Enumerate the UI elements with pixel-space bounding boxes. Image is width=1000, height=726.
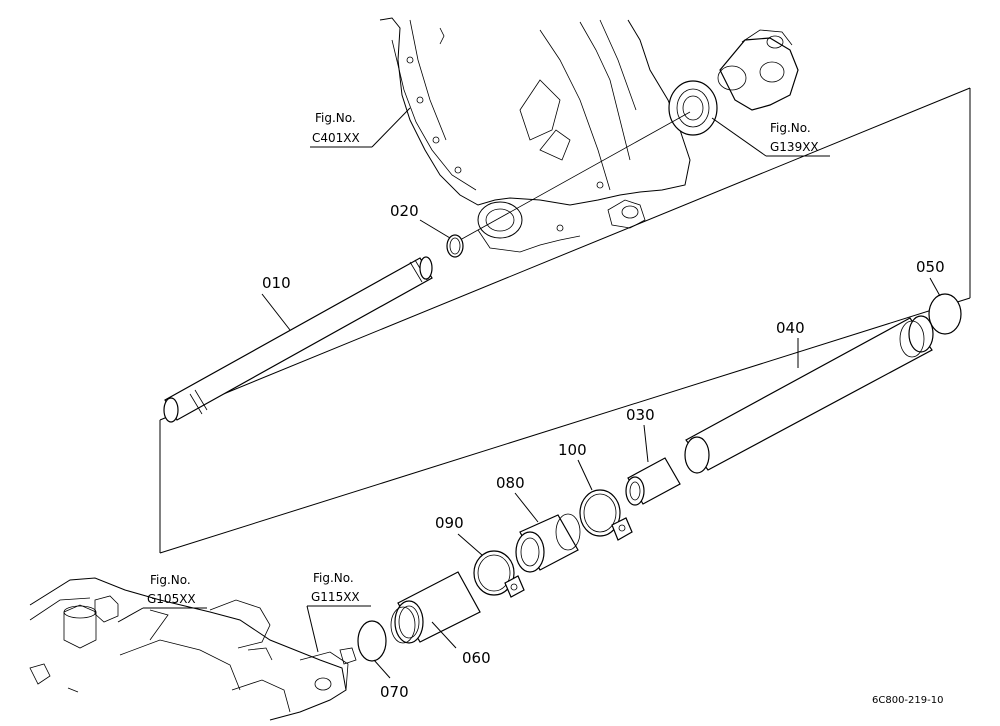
part-050-o-ring[interactable]: 050 [916,258,962,335]
part-010-shaft[interactable]: 010 [163,256,433,423]
part-label-050: 050 [916,258,945,276]
leader-line [306,605,319,653]
part-label-080: 080 [496,474,525,492]
drawing-code: 6C800-219-10 [872,695,943,706]
part-label-030: 030 [626,406,655,424]
leader-line [643,424,649,463]
leader-line [371,107,411,148]
fig-ref-code: G139XX [770,140,819,154]
leader-line [431,621,457,649]
fig-ref-g115[interactable]: Fig.No. G115XX [306,571,371,653]
clutch-housing [379,17,691,253]
fig-ref-prefix: Fig.No. [313,571,354,585]
leader-line [457,533,483,556]
leader-line [117,607,144,623]
part-020-snap-ring[interactable]: 020 [390,202,464,258]
part-label-020: 020 [390,202,419,220]
leader-line [373,659,391,679]
leader-line [419,219,451,239]
part-100-clamp[interactable]: 100 [558,441,633,541]
leader-line [514,492,539,523]
part-label-070: 070 [380,683,409,701]
leader-line [929,277,941,297]
fig-ref-prefix: Fig.No. [770,121,811,135]
fig-ref-prefix: Fig.No. [315,111,356,125]
part-090-clamp[interactable]: 090 [435,514,525,598]
fig-ref-code: G115XX [311,590,360,604]
universal-joint [717,29,799,111]
part-label-010: 010 [262,274,291,292]
fig-ref-g105[interactable]: Fig.No. G105XX [117,573,207,623]
leader-line [577,459,593,491]
part-040-tube[interactable]: 040 [684,315,934,474]
part-030-coupling[interactable]: 030 [625,406,681,506]
assembly-frame [159,87,971,554]
fig-ref-code: G105XX [147,592,196,606]
part-080-boot[interactable]: 080 [496,474,581,573]
part-label-060: 060 [462,649,491,667]
part-label-100: 100 [558,441,587,459]
rear-housing [29,577,357,721]
fig-ref-g139[interactable]: Fig.No. G139XX [711,117,830,157]
fig-ref-prefix: Fig.No. [150,573,191,587]
leader-line [261,293,291,331]
part-label-040: 040 [776,319,805,337]
part-070-o-ring[interactable]: 070 [357,620,409,701]
fig-ref-c401[interactable]: Fig.No. C401XX [310,107,411,148]
fig-ref-code: C401XX [312,131,360,145]
part-060-sleeve[interactable]: 060 [390,571,491,667]
leader-line [711,117,767,157]
part-label-090: 090 [435,514,464,532]
bearing [668,80,718,136]
